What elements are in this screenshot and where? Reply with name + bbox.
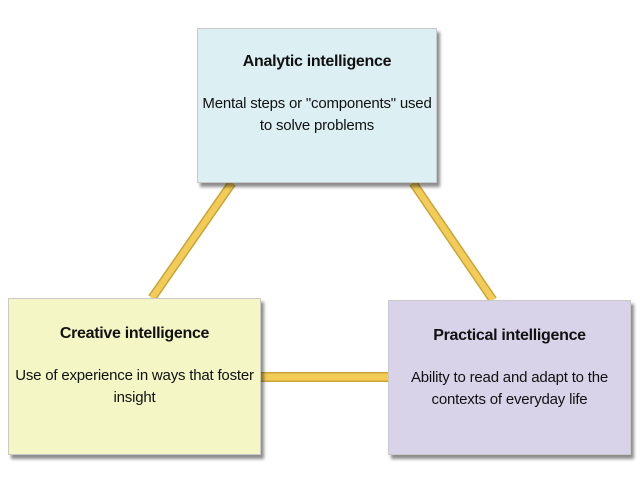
node-practical-intelligence: Practical intelligence Ability to read a… (388, 300, 631, 455)
node-title: Creative intelligence (59, 325, 210, 342)
connector-analytic-practical-fill (410, 181, 496, 302)
node-description: Ability to read and adapt to the context… (410, 369, 609, 408)
node-description: Use of experience in ways that foster in… (15, 367, 254, 406)
node-creative-intelligence: Creative intelligence Use of experience … (8, 298, 261, 455)
node-description: Mental steps or "components" used to sol… (202, 95, 432, 134)
node-title: Practical intelligence (433, 327, 586, 344)
connector-analytic-creative-fill (149, 181, 235, 300)
node-title: Analytic intelligence (242, 53, 392, 70)
node-analytic-intelligence: Analytic intelligence Mental steps or "c… (197, 28, 437, 183)
